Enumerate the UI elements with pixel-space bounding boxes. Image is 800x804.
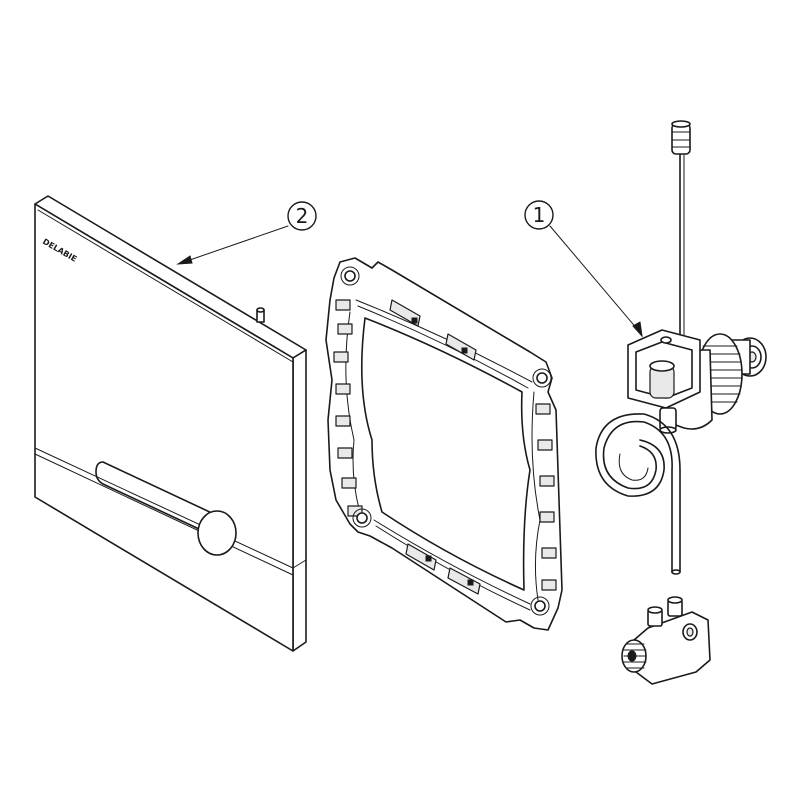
cable-connector [671,123,691,155]
callout-1-leader [549,225,643,338]
callout-2: 2 [287,201,317,231]
callout-1: 1 [524,200,554,230]
callout-2-label: 2 [296,204,309,228]
connector-fitting [621,596,711,685]
cover-plate: DELABIE [34,195,307,652]
mounting-frame [325,257,563,631]
valve-assembly [627,120,767,434]
push-button [197,510,237,556]
coiled-tube [595,413,681,575]
callout-1-label: 1 [533,203,546,227]
callout-2-leader [176,225,289,265]
